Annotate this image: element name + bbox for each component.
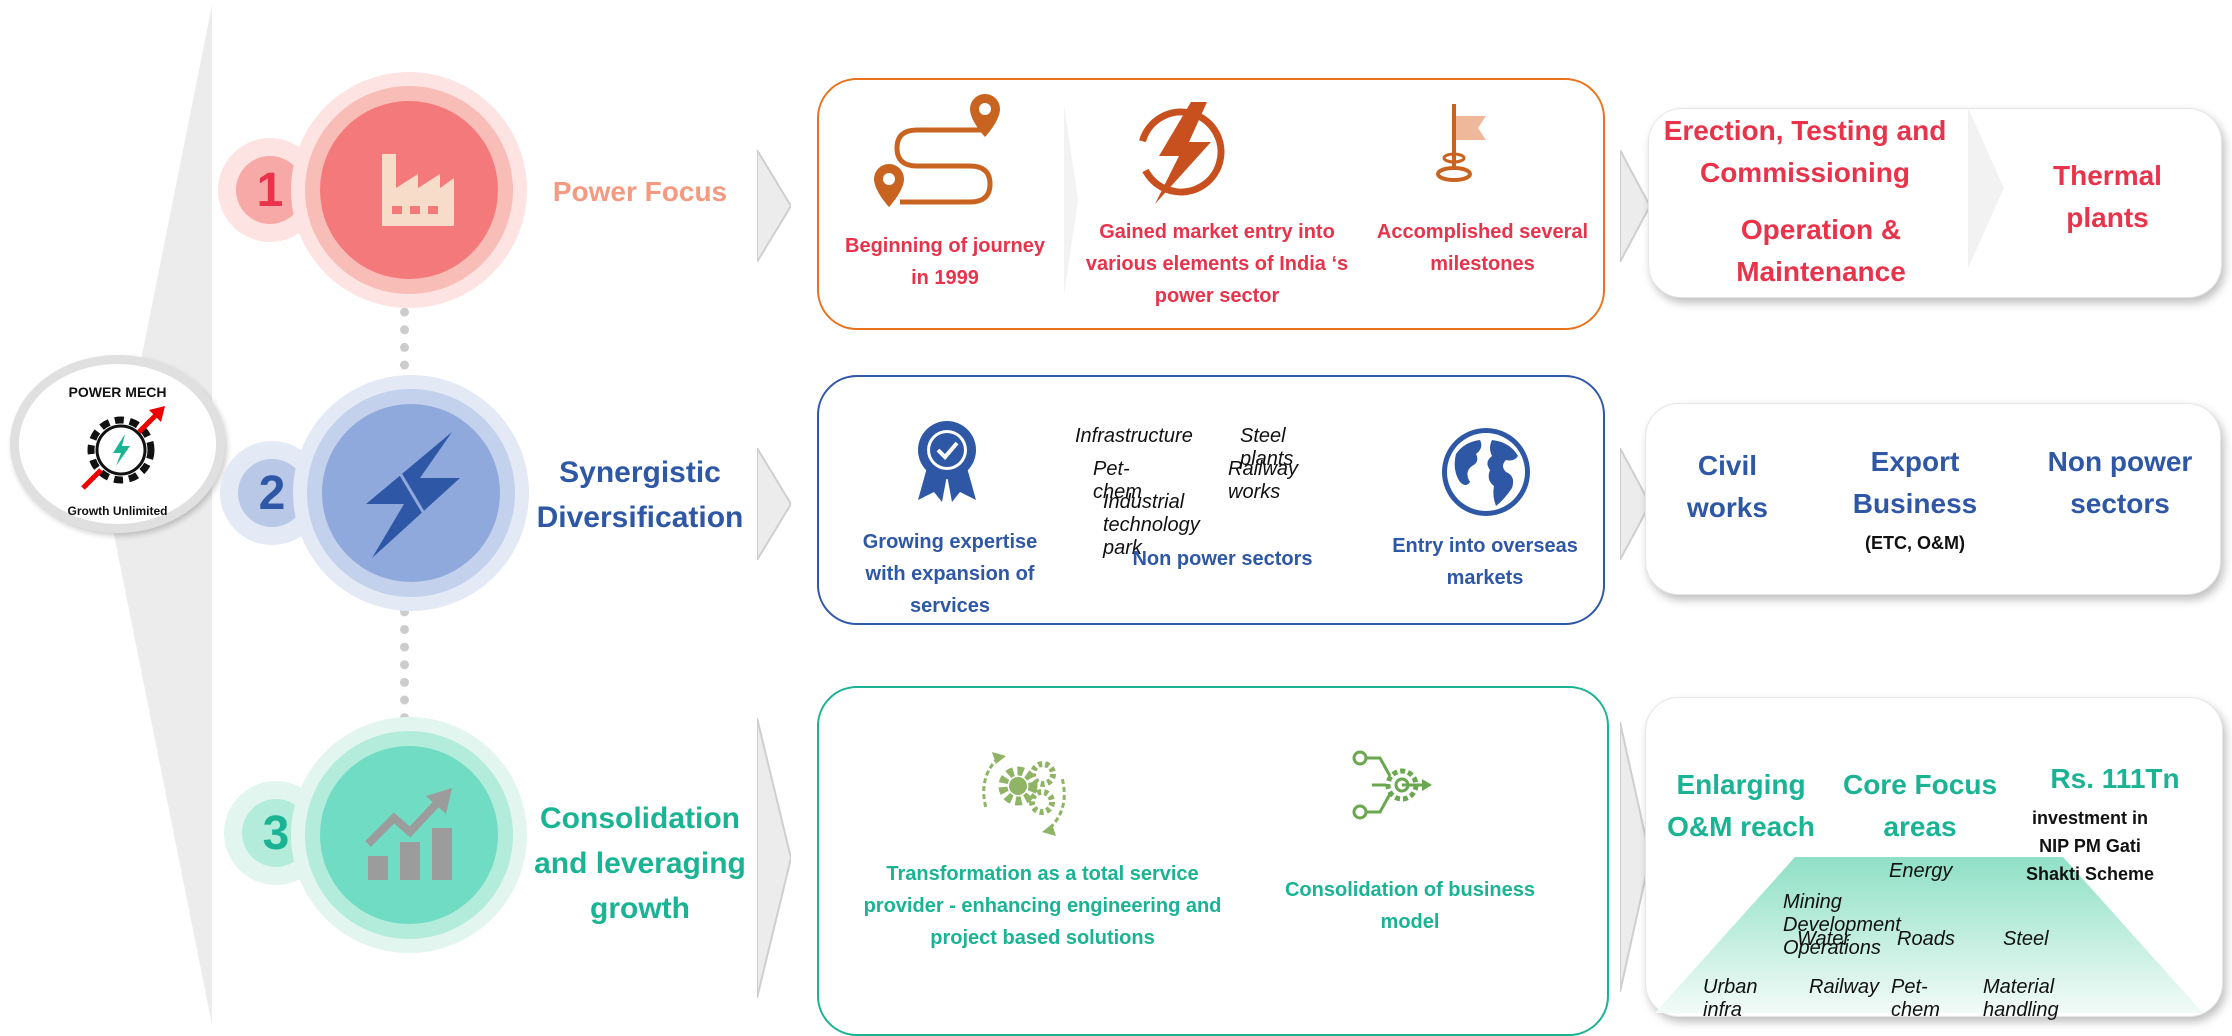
network-gear-icon (1352, 750, 1432, 820)
outcome-om-text: Operation & Maintenance (1736, 214, 1906, 287)
gears-cycle-icon (982, 752, 1066, 836)
non-power-sectors-label: Non power sectors (1132, 548, 1313, 570)
focus-roads: Roads (1897, 928, 1955, 950)
transformation-item-text: Transformation as a total service provid… (863, 863, 1222, 949)
focus-material-handling: Material handling (1983, 976, 2059, 1021)
outcome-investment-sub: investment in NIP PM Gati Shakti Scheme (2025, 808, 2155, 884)
stage-3-consolidation-box (817, 686, 1609, 1036)
expertise-item-text: Growing expertise with expansion of serv… (862, 531, 1038, 617)
stage-1-outcome-box (1648, 108, 2222, 298)
focus-railway: Railway (1809, 976, 1880, 998)
arrow-chevron (1620, 722, 1650, 992)
globe-icon (1442, 428, 1530, 516)
arrow-chevron (757, 150, 791, 262)
focus-pet-chem: Pet-chem (1891, 976, 1940, 1021)
logo-top-text: POWER MECH (68, 384, 167, 400)
outcome-export-sub: (ETC, O&M) (1865, 533, 1965, 553)
flag-milestone-icon (1436, 104, 1486, 182)
sector-infrastructure: Infrastructure (1075, 425, 1193, 447)
outcome-thermal-text: Thermal plants (2053, 160, 2162, 233)
market-entry-item-text: Gained market entry into various element… (1085, 221, 1349, 307)
focus-steel: Steel (2003, 928, 2049, 950)
sector-steel-plants: Steel plants (1240, 425, 1294, 470)
overseas-item-text: Entry into overseas markets (1392, 535, 1578, 589)
sector-railway-works: Railway works (1228, 458, 1299, 503)
outcome-investment-title: Rs. 111Tn (2050, 763, 2180, 794)
sector-pet-chem: Pet-chem (1093, 458, 1142, 503)
lightning-bolt-icon (1137, 102, 1225, 204)
journey-route-icon (874, 94, 1000, 207)
outcome-civil-works: Civil works (1687, 450, 1768, 523)
stage-number: 3 (262, 806, 290, 860)
arrow-chevron (1620, 448, 1650, 560)
sector-industrial-park: Industrial technology park (1103, 491, 1200, 559)
company-logo: POWER MECH Growth Unlimited (10, 355, 225, 533)
stage-2-outcome-box (1645, 403, 2221, 595)
core-focus-pyramid (1655, 857, 2203, 1013)
focus-energy: Energy (1889, 860, 1953, 882)
growth-chart-icon (365, 788, 452, 880)
logo-bottom-text: Growth Unlimited (67, 504, 168, 518)
arrow-chevron (757, 448, 791, 560)
focus-water: Water (1797, 928, 1850, 950)
arrow-chevron (757, 718, 791, 998)
business-model-item-text: Consolidation of business model (1284, 879, 1535, 933)
milestones-item-text: Accomplished several milestones (1376, 221, 1589, 275)
journey-item-text: Beginning of journey in 1999 (845, 235, 1045, 289)
diversification-bolt-icon (366, 432, 460, 558)
focus-urban-infra: Urban infra (1703, 976, 1758, 1021)
stage-number: 1 (256, 163, 284, 217)
gear-lightning-icon (81, 406, 165, 490)
stage-number: 2 (258, 466, 286, 520)
outcome-om-reach: Enlarging O&M reach (1667, 769, 1815, 842)
outcome-export-business: Export Business (1852, 446, 1978, 519)
focus-mining: Mining Development Operations (1783, 891, 1901, 959)
award-badge-icon (918, 421, 976, 502)
stage-title: Synergistic Diversification (536, 456, 744, 534)
outcome-etc-text: Erection, Testing and Commissioning (1663, 115, 1947, 188)
stage-title: Power Focus (552, 176, 728, 207)
arrow-chevron (1620, 150, 1650, 262)
outcome-non-power: Non power sectors (2047, 446, 2193, 519)
stage-title: Consolidation and leveraging growth (534, 802, 746, 925)
factory-icon (382, 154, 454, 226)
outcome-core-focus: Core Focus areas (1842, 769, 1998, 842)
